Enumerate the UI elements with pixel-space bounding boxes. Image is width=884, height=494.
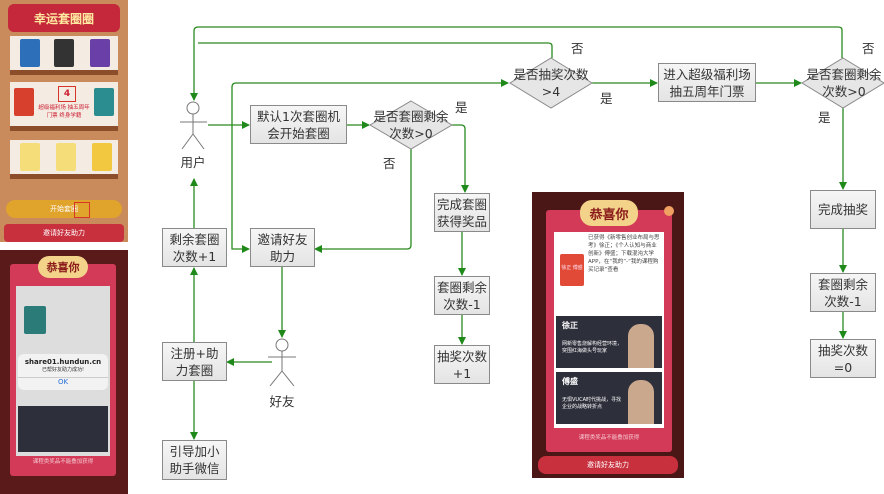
edge <box>314 149 412 253</box>
congrats-title: 恭喜你 <box>580 200 638 226</box>
draw-plus-box: 抽奖次数+1 <box>434 345 490 384</box>
decision-ring-left-2: 是否套圈剩余次数>0 <box>806 67 882 99</box>
alert-message: 已帮好友助力成功! <box>41 367 84 373</box>
complete-draw-box: 完成抽奖 <box>810 190 876 229</box>
card-footer: 课程类奖品不能叠加获得 <box>578 435 640 441</box>
invite-box: 邀请好友助力 <box>250 228 315 267</box>
book <box>92 143 112 171</box>
decision-diamond <box>509 57 593 109</box>
edge-label-no: 否 <box>862 41 875 56</box>
teacher-name: 傅盛 <box>562 377 578 386</box>
teacher-desc: 网新零售烧解构经营环境，突围红海做头号玩家 <box>562 341 623 354</box>
ring-minus-right-box: 套圈剩余次数-1 <box>810 273 876 312</box>
teacher-photo <box>628 324 654 368</box>
edge <box>231 79 509 125</box>
default-chance-box: 默认1次套圈机会开始套圈 <box>250 105 347 144</box>
teacher-card: 徐正 网新零售烧解构经营环境，突围红海做头号玩家 <box>556 316 662 368</box>
book <box>54 39 74 67</box>
card-footer: 课程类奖品不能叠加获得 <box>32 459 94 465</box>
shelf <box>10 140 118 179</box>
user-actor-icon <box>180 101 207 150</box>
book <box>56 143 76 171</box>
book <box>20 143 40 171</box>
draw-zero-box: 抽奖次数=0 <box>810 339 876 378</box>
register-box: 注册+助力套圈 <box>162 342 227 381</box>
book <box>24 306 46 334</box>
close-icon[interactable] <box>664 206 674 216</box>
book <box>20 39 40 67</box>
book: 徐正 傅盛 <box>560 254 584 286</box>
decision-diamond <box>801 57 884 109</box>
complete-ring-box: 完成套圈获得奖品 <box>434 193 490 232</box>
alert-dialog: share01.hundun.cn 已帮好友助力成功! OK <box>18 354 108 390</box>
alert-domain: share01.hundun.cn <box>24 358 102 366</box>
invite-friends-button[interactable]: 邀请好友助力 <box>4 224 124 242</box>
edge <box>231 125 250 253</box>
teacher-name: 徐正 <box>562 321 578 330</box>
edge-label-no: 否 <box>383 156 396 171</box>
ring-plus-box: 剩余套圈次数+1 <box>162 228 227 267</box>
super-welfare-box: 进入超级福利场抽五周年门票 <box>658 63 756 102</box>
game-screenshot: 幸运套圈圈 超级福利场 抽五周年门票 终身学籍 4 开始套圈 邀请好友助力 <box>0 0 128 242</box>
start-ring-button[interactable]: 开始套圈 <box>6 200 122 218</box>
teacher-photo <box>628 380 654 424</box>
actor-user-label: 用户 <box>180 155 206 170</box>
book <box>90 39 110 67</box>
highlight-box <box>74 202 90 218</box>
edge-label-no: 否 <box>571 41 584 56</box>
decision-draw-gt4: 是否抽奖次数>4 <box>513 67 589 99</box>
wechat-box: 引导加小助手微信 <box>162 440 227 480</box>
edge-label-yes: 是 <box>600 91 613 106</box>
prize-screenshot: 恭喜你 徐正 傅盛 已获得《新零售创业布局与思考》徐正；《个人认知与商业创新》傅… <box>532 192 684 478</box>
teacher-card: 傅盛 无惧VUCA时代挑战，寻找企业的战略转折点 <box>556 372 662 424</box>
book <box>14 88 34 116</box>
teacher-card <box>18 406 108 452</box>
edge <box>190 26 843 101</box>
shelf: 超级福利场 抽五周年门票 终身学籍 <box>10 82 118 131</box>
edge <box>198 42 553 58</box>
shelf <box>10 36 118 75</box>
prize-text: 已获得《新零售创业布局与思考》徐正；《个人认知与商业创新》傅盛；下载混沌大学AP… <box>588 235 660 273</box>
edge <box>452 124 469 193</box>
card-content: 徐正 傅盛 已获得《新零售创业布局与思考》徐正；《个人认知与商业创新》傅盛；下载… <box>554 232 664 428</box>
ring-minus-box: 套圈剩余次数-1 <box>434 276 490 315</box>
teacher-desc: 无惧VUCA时代挑战，寻找企业的战略转折点 <box>562 397 621 410</box>
hint-text: 超级福利场 抽五周年门票 终身学籍 <box>38 105 90 119</box>
decision-ring-left-1: 是否套圈剩余次数>0 <box>373 109 449 141</box>
congrats-title: 恭喜你 <box>38 256 88 278</box>
book <box>94 88 114 116</box>
friend-actor-icon <box>268 338 296 387</box>
edge-label-yes: 是 <box>818 110 831 125</box>
game-title: 幸运套圈圈 <box>8 4 120 32</box>
invite-friends-button[interactable]: 邀请好友助力 <box>538 456 678 474</box>
alert-screenshot: 恭喜你 share01.hundun.cn 已帮好友助力成功! OK 课程类奖品… <box>0 250 128 494</box>
edge-label-yes: 是 <box>455 100 468 115</box>
hint-count: 4 <box>63 89 71 99</box>
decision-diamond <box>369 100 453 150</box>
actor-friend-label: 好友 <box>269 394 295 409</box>
alert-ok-button[interactable]: OK <box>18 377 108 386</box>
highlight-box: 4 <box>58 86 76 102</box>
